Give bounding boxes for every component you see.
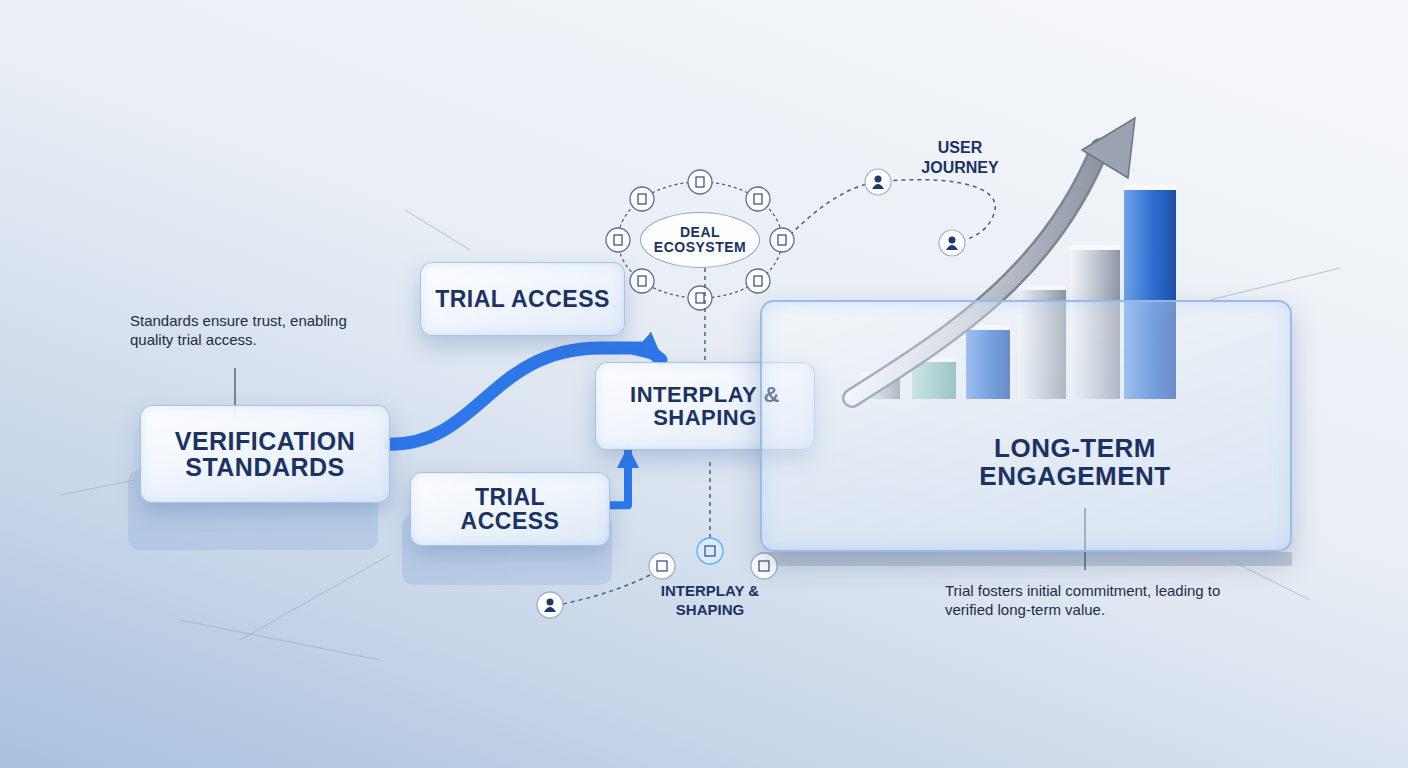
leader-line (709, 462, 711, 540)
process-tile: TRIAL ACCESS (410, 472, 610, 546)
node-label: VERIFICATION STANDARDS (155, 428, 375, 481)
node-label: TRIAL ACCESS (435, 287, 610, 311)
ecosystem-ring (606, 170, 794, 310)
process-tile: TRIAL ACCESS (420, 262, 625, 336)
journey-label: USER JOURNEY (905, 138, 1015, 178)
leader-line (563, 575, 650, 604)
callout-text: Standards ensure trust, enabling quality… (130, 312, 370, 350)
platform-edge (760, 552, 1292, 566)
ecosystem-circle: DEAL ECOSYSTEM (640, 212, 760, 268)
connector-arrow (610, 450, 628, 505)
callout-text: Trial fosters initial commitment, leadin… (945, 582, 1245, 620)
engagement-platform: LONG-TERM ENGAGEMENT (760, 300, 1292, 552)
node-label: TRIAL ACCESS (425, 485, 595, 533)
node-label: LONG-TERM ENGAGEMENT (960, 435, 1190, 490)
user-journey-path (790, 169, 995, 256)
connector-arrow (704, 268, 706, 362)
sub-label: INTERPLAY & SHAPING (630, 582, 790, 620)
node-label: DEAL ECOSYSTEM (647, 225, 753, 254)
process-tile: VERIFICATION STANDARDS (140, 405, 390, 503)
